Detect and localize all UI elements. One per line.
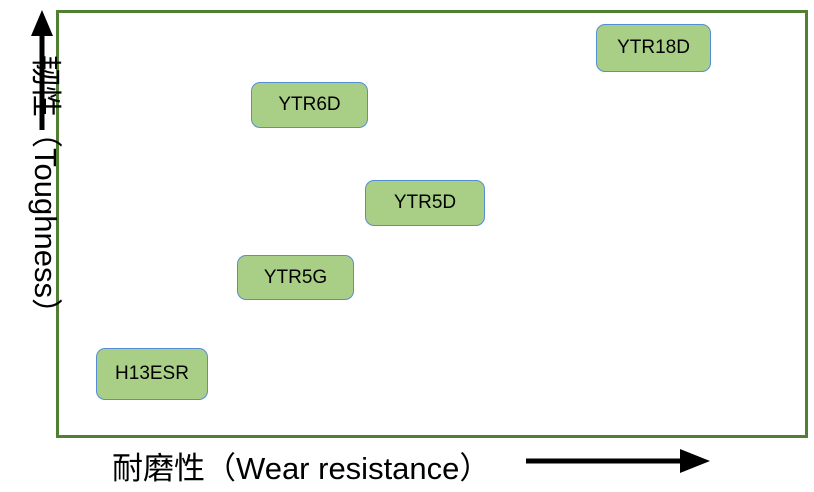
data-node-ytr6d[interactable]: YTR6D — [251, 82, 368, 128]
data-node-ytr5g[interactable]: YTR5G — [237, 255, 354, 300]
arrow-right-icon — [526, 449, 710, 473]
arrow-up-icon — [31, 10, 53, 130]
data-node-h13esr[interactable]: H13ESR — [96, 348, 208, 400]
data-node-ytr18d[interactable]: YTR18D — [596, 24, 711, 72]
y-axis-title: 韧性（Toughness） — [28, 55, 63, 329]
data-node-ytr5d[interactable]: YTR5D — [365, 180, 485, 226]
x-axis-title: 耐磨性（Wear resistance） — [112, 451, 491, 486]
